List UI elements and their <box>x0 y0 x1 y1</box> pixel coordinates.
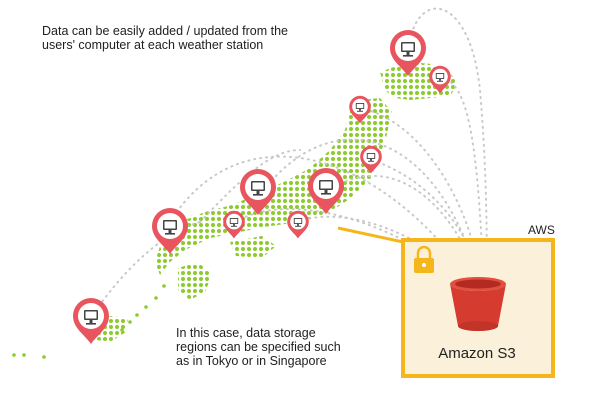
aws-label: AWS <box>528 223 555 237</box>
s3-bucket-icon <box>450 277 506 331</box>
caption-top: Data can be easily added / updated from … <box>42 24 342 52</box>
amazon-s3-label: Amazon S3 <box>438 345 516 362</box>
caption-bottom: In this case, data storage regions can b… <box>176 326 386 368</box>
caption-bottom-line3: as in Tokyo or in Singapore <box>176 354 327 368</box>
station-pin-chubu[interactable] <box>287 210 309 239</box>
caption-top-line2: users' computer at each weather station <box>42 38 264 52</box>
caption-bottom-line2: regions can be specified such <box>176 340 341 354</box>
caption-bottom-line1: In this case, data storage <box>176 326 316 340</box>
aws-connector-line <box>337 226 404 244</box>
lock-icon <box>414 245 434 273</box>
caption-top-line1: Data can be easily added / updated from … <box>42 24 288 38</box>
